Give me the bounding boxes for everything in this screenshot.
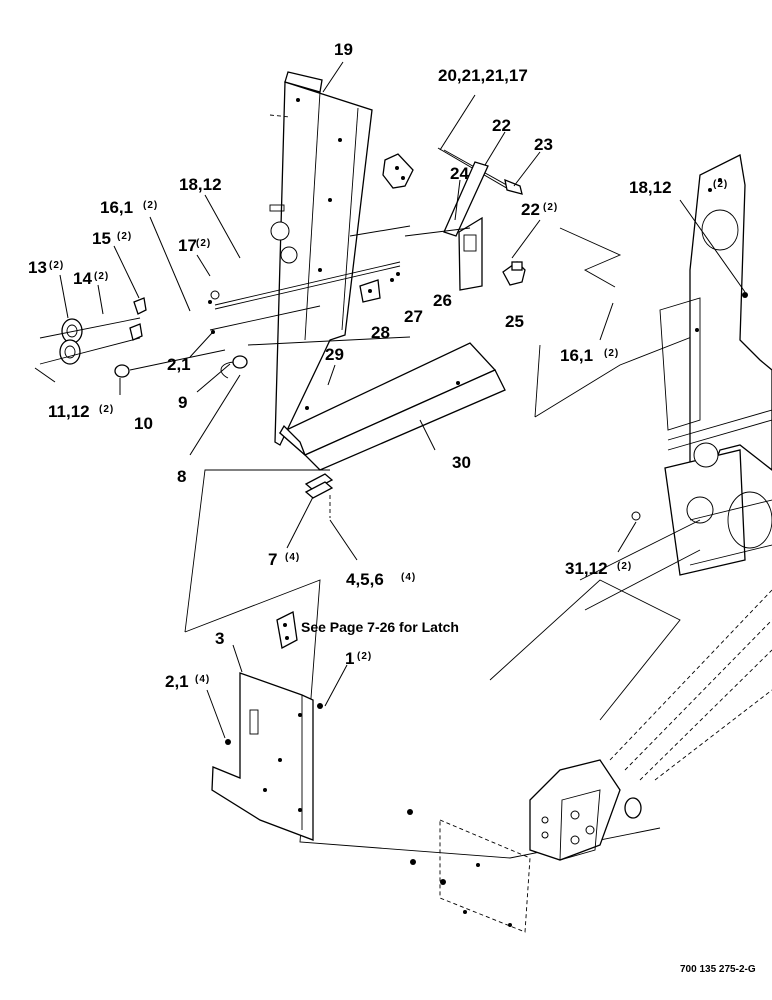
callout-14: 14 xyxy=(73,269,92,288)
callout-16-1-a-qty: (2) xyxy=(143,200,158,211)
part-28 xyxy=(359,279,381,303)
callout-7-qty: (4) xyxy=(285,552,300,563)
callout-22: 22 xyxy=(492,116,511,135)
callout-2-1-b: 2,1 xyxy=(165,672,189,691)
callout-18-12-a: 18,12 xyxy=(179,175,222,194)
tray-30 xyxy=(278,342,506,471)
callout-22-b: 22 xyxy=(521,200,540,219)
frame-arms xyxy=(489,519,772,781)
callout-17: 17 xyxy=(178,236,197,255)
pulley-13 xyxy=(39,317,141,365)
callout-27: 27 xyxy=(404,307,423,326)
callout-28: 28 xyxy=(371,323,390,342)
rod-assembly xyxy=(349,147,523,291)
callout-1: 1 xyxy=(345,649,354,668)
latch xyxy=(276,611,298,649)
panel-19 xyxy=(269,71,373,446)
callout-15: 15 xyxy=(92,229,111,248)
callout-31-12-qty: (2) xyxy=(617,561,632,572)
callout-labels: 19 20,21,21,17 22 23 18,12 18,12 (2) 16,… xyxy=(28,40,756,975)
hinge-blocks xyxy=(529,759,642,861)
part-15 xyxy=(129,297,147,341)
part-25 xyxy=(502,261,526,286)
latch-note: See Page 7-26 for Latch xyxy=(301,619,459,635)
callout-19: 19 xyxy=(334,40,353,59)
callout-4-5-6: 4,5,6 xyxy=(346,570,384,589)
long-rods xyxy=(129,261,401,371)
callout-11-12: 11,12 xyxy=(48,402,90,421)
callout-9: 9 xyxy=(178,393,187,412)
callout-29: 29 xyxy=(325,345,344,364)
callout-25: 25 xyxy=(505,312,524,331)
callout-24: 24 xyxy=(450,164,469,183)
cable-9 xyxy=(220,355,248,379)
leader-lines xyxy=(34,61,746,739)
callout-1-qty: (2) xyxy=(357,651,372,662)
callout-2-1-a: 2,1 xyxy=(167,355,191,374)
callout-4-5-6-qty: (4) xyxy=(401,572,416,583)
callout-15-qty: (2) xyxy=(117,231,132,242)
callout-16-1-b-qty: (2) xyxy=(604,348,619,359)
callout-2-1-b-qty: (4) xyxy=(195,674,210,685)
frame-right xyxy=(659,154,772,576)
callout-16-1-b: 16,1 xyxy=(560,346,593,365)
panel-3 xyxy=(211,672,323,841)
callout-8: 8 xyxy=(177,467,186,486)
callout-17-qty: (2) xyxy=(196,238,211,249)
knob-10 xyxy=(114,364,130,378)
callout-31-12: 31,12 xyxy=(565,559,608,578)
figure-id: 700 135 275-2-G xyxy=(680,964,756,975)
callout-18-12-b-qty: (2) xyxy=(713,179,728,190)
bolt-31 xyxy=(631,511,641,521)
callout-13: 13 xyxy=(28,258,47,277)
back-plate xyxy=(407,809,531,933)
callout-26: 26 xyxy=(433,291,452,310)
callout-7: 7 xyxy=(268,550,277,569)
callout-30: 30 xyxy=(452,453,471,472)
part-7 xyxy=(304,473,334,499)
callout-13-qty: (2) xyxy=(49,260,64,271)
callout-10: 10 xyxy=(134,414,153,433)
bracket-top xyxy=(382,153,414,189)
callout-20: 20,21,21,17 xyxy=(438,66,528,85)
callout-3: 3 xyxy=(215,629,224,648)
callout-11-12-qty: (2) xyxy=(99,404,114,415)
callout-22-b-qty: (2) xyxy=(543,202,558,213)
callout-14-qty: (2) xyxy=(94,271,109,282)
callout-16-1-a: 16,1 xyxy=(100,198,133,217)
callout-23: 23 xyxy=(534,135,553,154)
callout-18-12-b: 18,12 xyxy=(629,178,672,197)
